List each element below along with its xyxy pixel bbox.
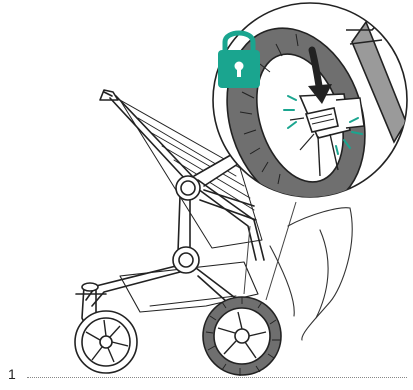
lower-hub (173, 247, 199, 273)
step-number: 1 (8, 366, 16, 382)
rear-wheel (203, 297, 281, 376)
foot-outline (270, 208, 352, 340)
zoom-callout (205, 3, 407, 226)
step-divider-line (27, 377, 407, 378)
upper-hub (176, 176, 200, 200)
front-wheel (75, 311, 137, 373)
